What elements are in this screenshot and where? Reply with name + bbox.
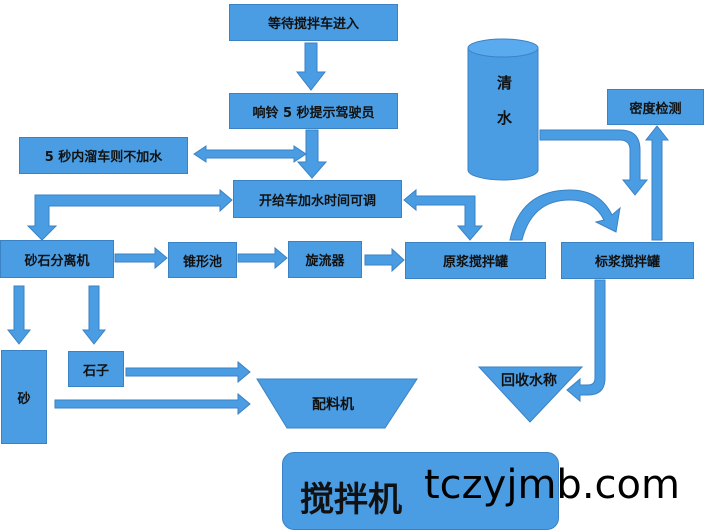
arrow-sep-stone [81, 285, 107, 345]
arrow-wait-ring [295, 42, 327, 91]
node-std-tank: 标浆搅拌罐 [561, 242, 694, 279]
node-adjust: 开给车加水时间可调 [233, 180, 402, 218]
arrow-nowater-double [193, 145, 307, 163]
arrow-stone-batcher [125, 360, 251, 384]
clear-water-tank [467, 38, 539, 181]
arrow-adjust-separator [26, 188, 233, 241]
node-label: 砂石分离机 [24, 253, 90, 269]
arrow-std-scale [566, 279, 606, 403]
node-label: 5 秒内溜车则不加水 [44, 150, 163, 165]
tank-label-2: 水 [497, 109, 513, 127]
water-scale-shape [477, 366, 584, 423]
arrow-raw-std-curve [509, 189, 621, 241]
node-mixer [282, 452, 559, 530]
arrow-cone-cyclone [237, 246, 288, 270]
water-scale-label: 回收水称 [501, 373, 557, 389]
node-separator: 砂石分离机 [0, 240, 114, 278]
batcher-label: 配料机 [312, 397, 354, 413]
arrow-sep-sand [6, 285, 32, 345]
arrow-raw-adjust [403, 188, 484, 241]
node-cyclone: 旋流器 [288, 241, 362, 278]
node-ring: 响铃 5 秒提示驾驶员 [229, 93, 398, 129]
mixer-label: 搅拌机 [300, 480, 402, 520]
node-label: 原浆搅拌罐 [442, 255, 508, 270]
node-label: 标浆搅拌罐 [594, 255, 660, 270]
arrow-water-std [539, 129, 649, 196]
node-label: 开给车加水时间可调 [258, 193, 376, 209]
node-density: 密度检测 [607, 89, 704, 125]
arrow-ring-adjust [296, 129, 328, 179]
node-label: 砂 [17, 391, 31, 407]
arrow-sand-batcher [54, 392, 251, 416]
arrow-cyclone-raw [364, 247, 405, 273]
arrow-sep-cone [114, 246, 168, 270]
node-raw-tank: 原浆搅拌罐 [405, 242, 546, 279]
node-no-water: 5 秒内溜车则不加水 [19, 137, 188, 174]
node-label: 密度检测 [629, 101, 682, 117]
node-cone: 锥形池 [168, 242, 237, 278]
node-label: 响铃 5 秒提示驾驶员 [252, 105, 375, 121]
arrow-std-density [644, 125, 670, 241]
node-wait: 等待搅拌车进入 [229, 4, 398, 41]
node-sand: 砂 [1, 350, 47, 444]
node-label: 锥形池 [182, 254, 222, 270]
node-label: 旋流器 [305, 254, 345, 269]
batcher-shape [256, 378, 418, 429]
node-label: 等待搅拌车进入 [267, 17, 359, 32]
watermark: tczyjmb.com [424, 462, 680, 508]
tank-label-1: 清 [497, 74, 513, 92]
node-stone: 石子 [68, 351, 124, 387]
node-label: 石子 [82, 363, 109, 379]
